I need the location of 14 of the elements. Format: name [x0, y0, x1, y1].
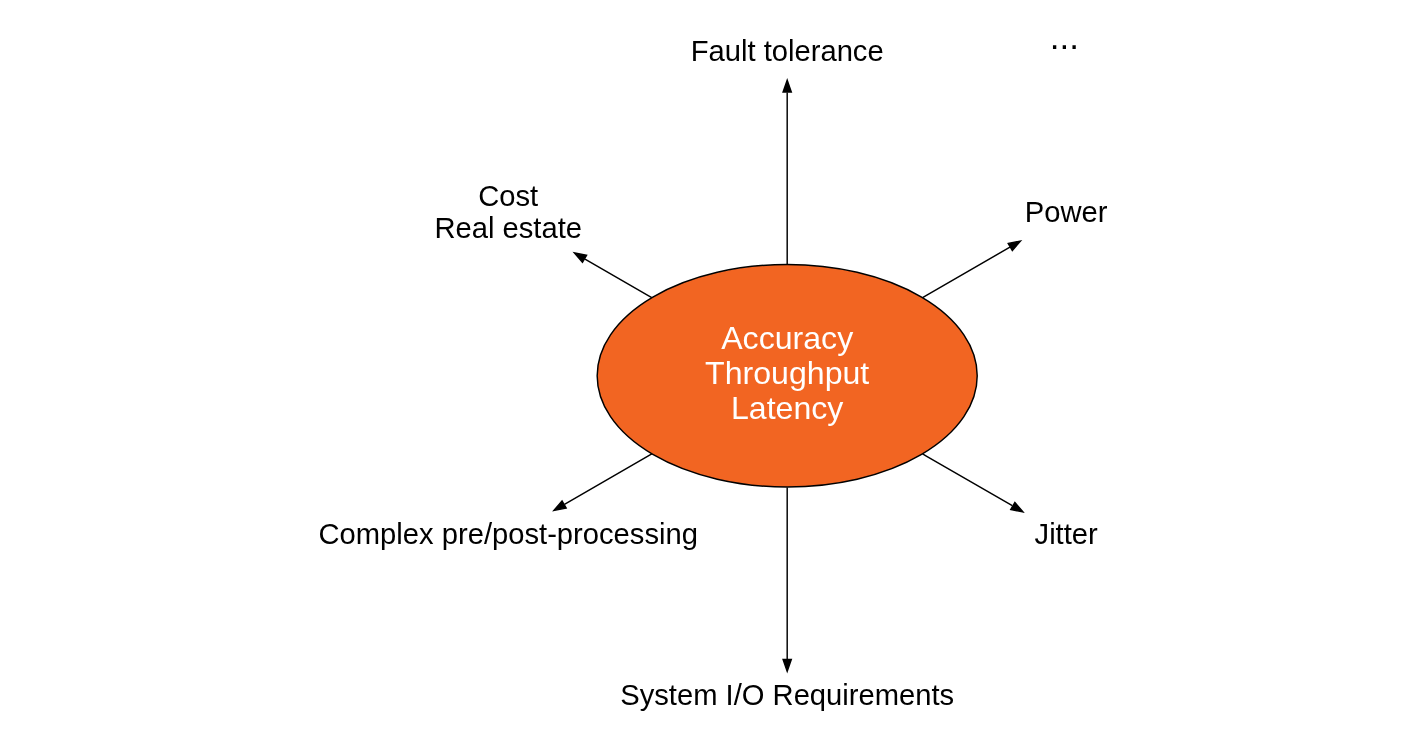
node-text: Jitter — [1034, 518, 1098, 551]
node-text: Power — [1024, 195, 1108, 228]
label: ... — [1049, 17, 1080, 57]
arrow — [921, 240, 1023, 299]
arrow — [552, 453, 653, 512]
node-text: Cost Real estate — [434, 179, 582, 245]
node-ellipse: Accuracy Throughput Latency — [596, 263, 978, 488]
node-text: Fault tolerance — [690, 34, 884, 67]
arrow — [572, 251, 653, 299]
node-text: Complex pre/post-processing — [318, 518, 698, 551]
arrow — [921, 453, 1025, 513]
node-text: System I/O Requirements — [620, 679, 955, 712]
arrow — [782, 486, 793, 674]
arrow — [782, 78, 793, 265]
